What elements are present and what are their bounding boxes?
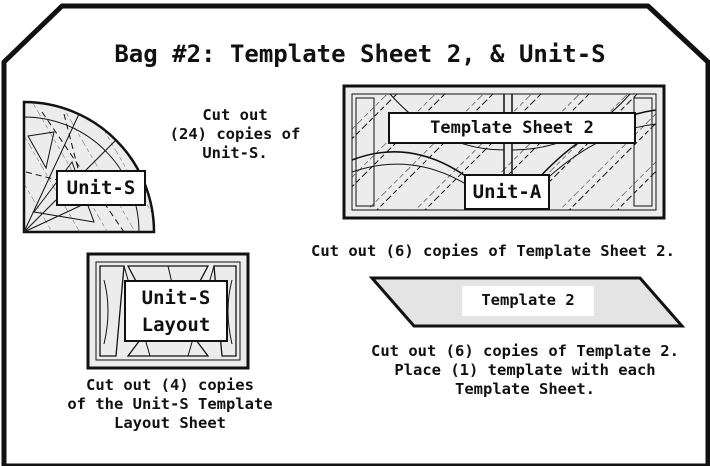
page-title: Bag #2: Template Sheet 2, & Unit-S	[114, 40, 606, 68]
unit-s-caption: Cut out (24) copies of Unit-S.	[169, 106, 301, 162]
template-sheet-2-caption: Cut out (6) copies of Template Sheet 2.	[311, 242, 675, 260]
unit-a-label: Unit-A	[464, 174, 550, 210]
layout-sheet-caption: Cut out (4) copies of the Unit-S Templat…	[67, 376, 273, 432]
layout-sheet-label: Unit-S Layout	[124, 280, 228, 342]
template-2-caption: Cut out (6) copies of Template 2. Place …	[371, 342, 679, 398]
template-2-label: Template 2	[462, 286, 594, 316]
unit-s-label: Unit-S	[56, 170, 146, 206]
template-sheet-2-label: Template Sheet 2	[388, 112, 636, 144]
